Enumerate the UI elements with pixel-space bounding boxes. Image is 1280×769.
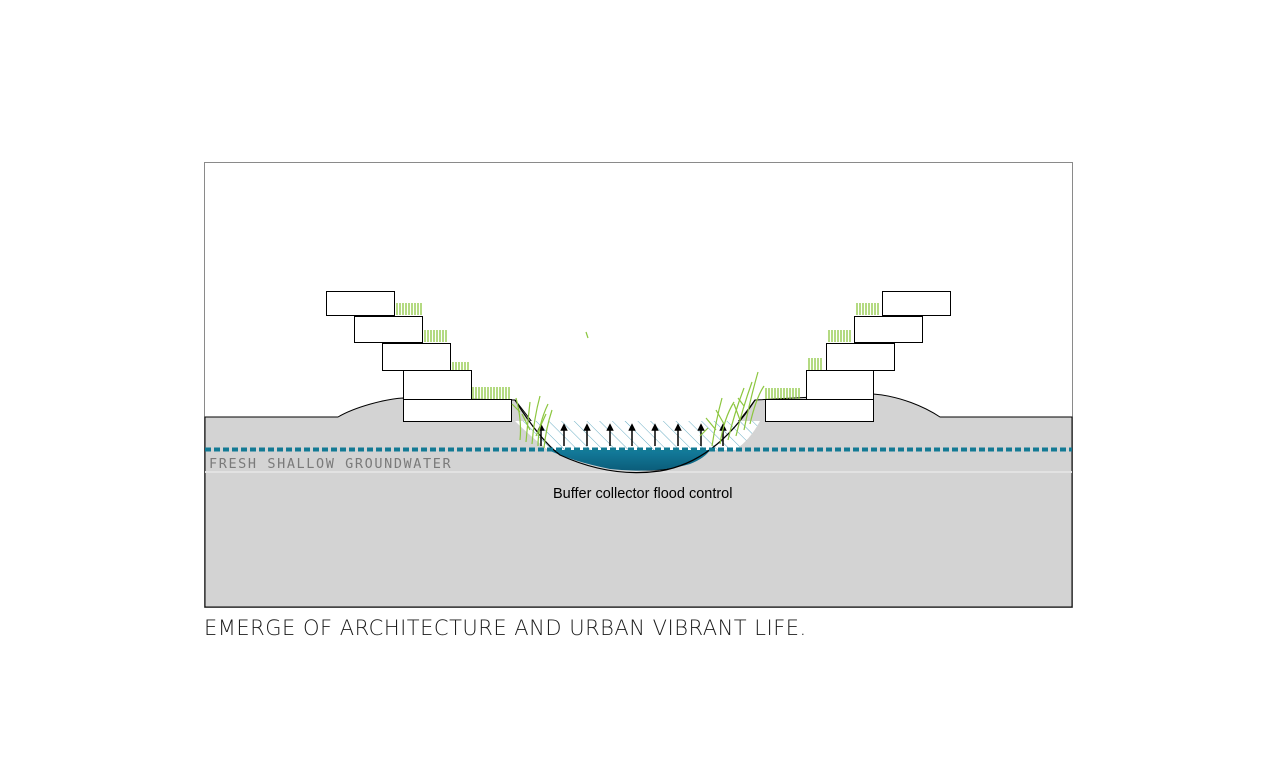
- grass-tufts: [396, 303, 879, 399]
- upward-arrows: [537, 423, 727, 446]
- groundwater-label: FRESH SHALLOW GROUNDWATER: [209, 456, 452, 472]
- buffer-collector-label: Buffer collector flood control: [553, 486, 732, 502]
- basin-water: [548, 450, 710, 471]
- caption: EMERGE OF ARCHITECTURE AND URBAN VIBRANT…: [204, 616, 807, 640]
- right-stepped-blocks: [765, 291, 951, 422]
- left-stepped-blocks: [326, 291, 512, 422]
- reeds: [511, 331, 765, 449]
